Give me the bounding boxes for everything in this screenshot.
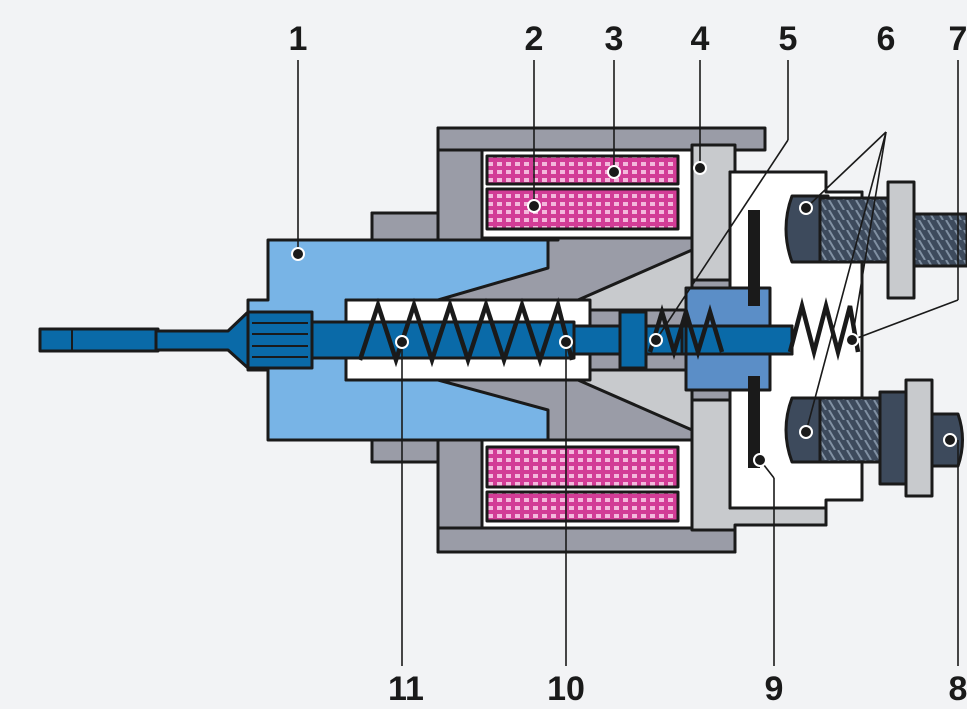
label-3: 3 — [605, 20, 624, 58]
callout-labels: 1 2 3 4 5 6 7 8 9 10 11 — [289, 20, 967, 708]
contact-pressure-spring — [787, 297, 861, 361]
leader-dots — [291, 161, 957, 467]
coil-winding-bottom — [485, 445, 680, 523]
label-5: 5 — [779, 20, 798, 58]
label-10: 10 — [547, 670, 585, 708]
label-2: 2 — [525, 20, 544, 58]
label-6: 6 — [877, 20, 896, 58]
coil-winding-top — [485, 154, 680, 231]
label-4: 4 — [691, 20, 710, 58]
contact-plate — [748, 210, 760, 468]
return-spring — [357, 296, 575, 368]
terminal-top — [784, 180, 967, 300]
leader-lines — [297, 60, 959, 666]
contact-spring — [647, 304, 725, 360]
label-8: 8 — [949, 670, 967, 708]
label-9: 9 — [765, 670, 784, 708]
label-11: 11 — [388, 670, 424, 708]
output-shaft — [38, 310, 314, 370]
label-7: 7 — [949, 20, 967, 58]
label-1: 1 — [289, 20, 308, 58]
